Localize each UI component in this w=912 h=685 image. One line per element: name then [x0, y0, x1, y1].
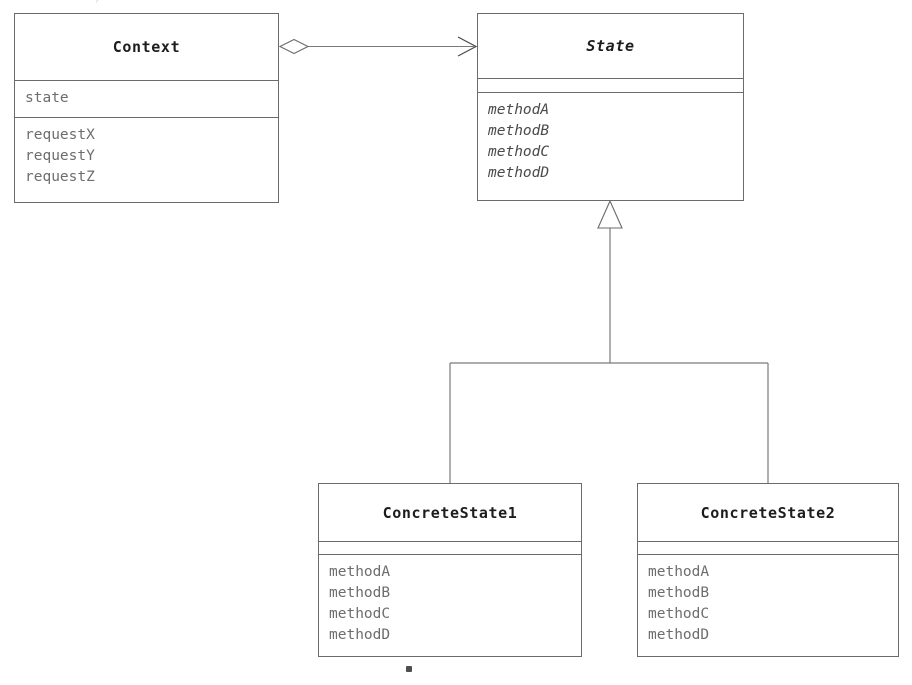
class-attributes-concrete-state-1-empty: [319, 542, 581, 555]
uml-class-concrete-state-2[interactable]: ConcreteState2 methodA methodB methodC m…: [637, 483, 899, 657]
operation-item: methodC: [648, 606, 710, 622]
uml-class-concrete-state-1[interactable]: ConcreteState1 methodA methodB methodC m…: [318, 483, 582, 657]
operation-item: methodD: [329, 627, 391, 643]
class-name-label: Context: [112, 38, 181, 56]
class-operations-concrete-state-2: methodA methodB methodC methodD: [638, 555, 898, 656]
operation-item: methodB: [488, 123, 550, 139]
operation-item: requestY: [25, 148, 95, 164]
class-attributes-concrete-state-2-empty: [638, 542, 898, 555]
uml-class-context[interactable]: Context state requestX requestY requestZ: [14, 13, 279, 203]
class-name-label: ConcreteState2: [700, 503, 836, 522]
attribute-item: state: [25, 90, 69, 106]
class-name-label: ConcreteState1: [382, 503, 518, 522]
operation-item: requestZ: [25, 169, 95, 185]
operation-item: methodA: [648, 564, 710, 580]
class-title-state: State: [478, 14, 743, 79]
class-title-context: Context: [15, 14, 278, 81]
class-title-concrete-state-2: ConcreteState2: [638, 484, 898, 542]
scan-streak-artifact: [95, 0, 118, 3]
class-attributes-context: state: [15, 81, 278, 118]
class-operations-concrete-state-1: methodA methodB methodC methodD: [319, 555, 581, 656]
uml-class-state[interactable]: State methodA methodB methodC methodD: [477, 13, 744, 201]
operation-item: methodC: [329, 606, 391, 622]
operation-item: methodA: [329, 564, 391, 580]
operation-item: methodA: [488, 102, 550, 118]
operation-item: methodC: [488, 144, 550, 160]
scan-dot-artifact: [406, 666, 412, 672]
edge-context-aggregates-state: [278, 36, 478, 57]
class-title-concrete-state-1: ConcreteState1: [319, 484, 581, 542]
operation-item: methodD: [488, 165, 550, 181]
class-attributes-state-empty: [478, 79, 743, 93]
operation-item: methodB: [648, 585, 710, 601]
class-name-label: State: [586, 37, 635, 55]
operation-item: methodD: [648, 627, 710, 643]
operation-item: methodB: [329, 585, 391, 601]
class-operations-state: methodA methodB methodC methodD: [478, 93, 743, 200]
edge-generalization-tree: [449, 199, 769, 483]
operation-item: requestX: [25, 127, 95, 143]
class-operations-context: requestX requestY requestZ: [15, 118, 278, 204]
